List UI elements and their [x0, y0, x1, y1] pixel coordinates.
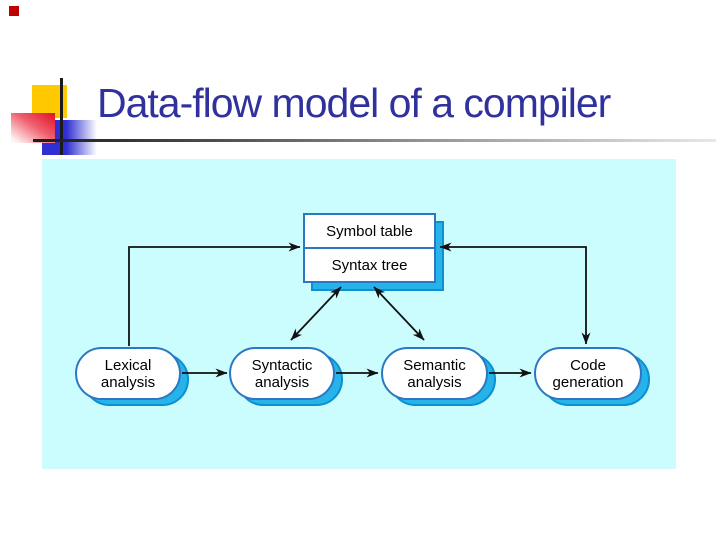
slide-title: Data-flow model of a compiler	[97, 80, 611, 126]
syntax-tree-cell: Syntax tree	[331, 256, 408, 274]
symbol-table-cell: Symbol table	[305, 215, 434, 249]
stage-code-generation: Code generation	[534, 347, 642, 400]
store-box: Symbol table Syntax tree	[303, 213, 436, 283]
stage-label-line1: Lexical	[104, 356, 152, 374]
stage-syntactic-analysis: Syntactic analysis	[229, 347, 335, 400]
logo-red-square	[11, 113, 55, 143]
stage-semantic-analysis: Semantic analysis	[381, 347, 488, 400]
stage-label-line1: Semantic	[403, 356, 466, 374]
stage-lexical-analysis: Lexical analysis	[75, 347, 181, 400]
stage-label-line2: analysis	[100, 373, 156, 391]
title-underline-rule	[33, 139, 716, 142]
diagram-panel	[42, 159, 676, 469]
stage-label-line1: Syntactic	[251, 356, 313, 374]
logo-crosshair-vertical	[60, 78, 63, 155]
corner-accent-square	[9, 6, 19, 16]
stage-label-line2: generation	[552, 373, 624, 391]
stage-label-line1: Code	[570, 356, 606, 374]
stage-label-line2: analysis	[407, 373, 462, 391]
stage-label-line2: analysis	[254, 373, 310, 391]
